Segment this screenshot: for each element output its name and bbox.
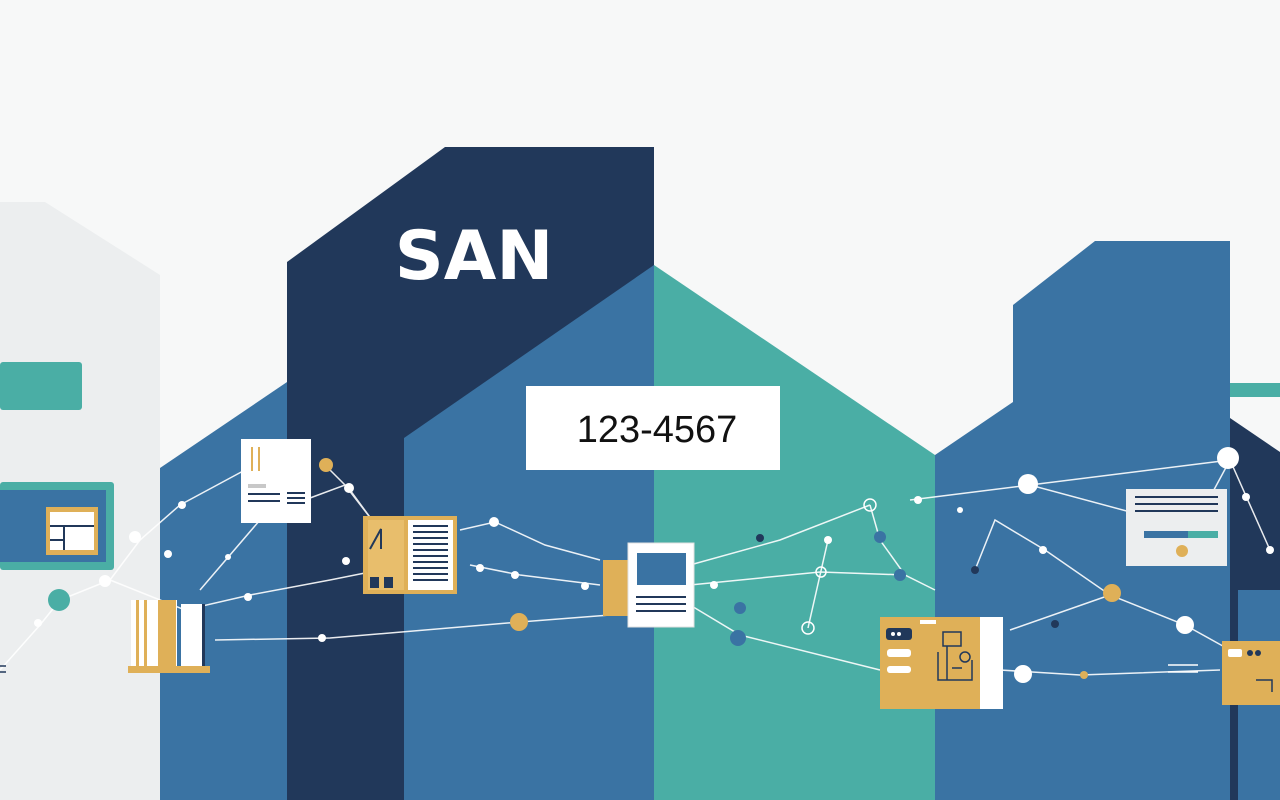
- folder-icon: [1222, 641, 1280, 705]
- decorative-dashes: [0, 664, 1198, 673]
- network-node: [129, 531, 141, 543]
- code-label-box: [526, 386, 780, 470]
- network-node: [914, 496, 922, 504]
- code-label: 123-4567: [526, 386, 780, 470]
- network-node: [815, 566, 827, 578]
- machine-icon: [880, 617, 1003, 709]
- network-node: [164, 550, 172, 558]
- network-node: [318, 634, 326, 642]
- network-node: [1242, 493, 1250, 501]
- network-node: [319, 458, 333, 472]
- network-node: [801, 621, 815, 635]
- network-node: [489, 517, 499, 527]
- teal-bar-right: [1230, 383, 1280, 397]
- network-node: [1051, 620, 1059, 628]
- network-node: [874, 531, 886, 543]
- network-node: [1217, 447, 1239, 469]
- document-icon: [241, 439, 311, 523]
- building-navy-right: [1230, 418, 1280, 800]
- network-node: [34, 619, 42, 627]
- network-node: [1080, 671, 1088, 679]
- network-node: [863, 498, 877, 512]
- network-node: [178, 501, 186, 509]
- network-node: [824, 536, 832, 544]
- network-node: [1018, 474, 1038, 494]
- network-node: [756, 534, 764, 542]
- network-node: [730, 630, 746, 646]
- network-node: [1039, 546, 1047, 554]
- bookshelf-icon: [128, 600, 210, 673]
- network-node: [1176, 616, 1194, 634]
- network-node: [510, 613, 528, 631]
- network-node: [48, 589, 70, 611]
- title-text: SAN: [395, 217, 554, 296]
- code-label-text: 123-4567: [577, 409, 738, 451]
- network-node: [511, 571, 519, 579]
- screen-icon: [1126, 489, 1227, 566]
- network-node: [710, 581, 718, 589]
- form-icon: [603, 542, 695, 628]
- network-node: [244, 593, 252, 601]
- building-blue-right: [935, 241, 1230, 800]
- network-node: [894, 569, 906, 581]
- network-node: [1266, 546, 1274, 554]
- network-node: [581, 582, 589, 590]
- network-node: [99, 575, 111, 587]
- network-node: [734, 602, 746, 614]
- network-node: [344, 483, 354, 493]
- network-node: [957, 507, 963, 513]
- network-node: [1014, 665, 1032, 683]
- server-icon: [46, 507, 98, 555]
- network-node: [342, 557, 350, 565]
- network-node: [476, 564, 484, 572]
- network-node: [971, 566, 979, 574]
- network-node: [225, 554, 231, 560]
- package-icon: [363, 516, 457, 594]
- network-node: [1103, 584, 1121, 602]
- network-nodes: [34, 447, 1274, 683]
- teal-bar-left: [0, 362, 82, 410]
